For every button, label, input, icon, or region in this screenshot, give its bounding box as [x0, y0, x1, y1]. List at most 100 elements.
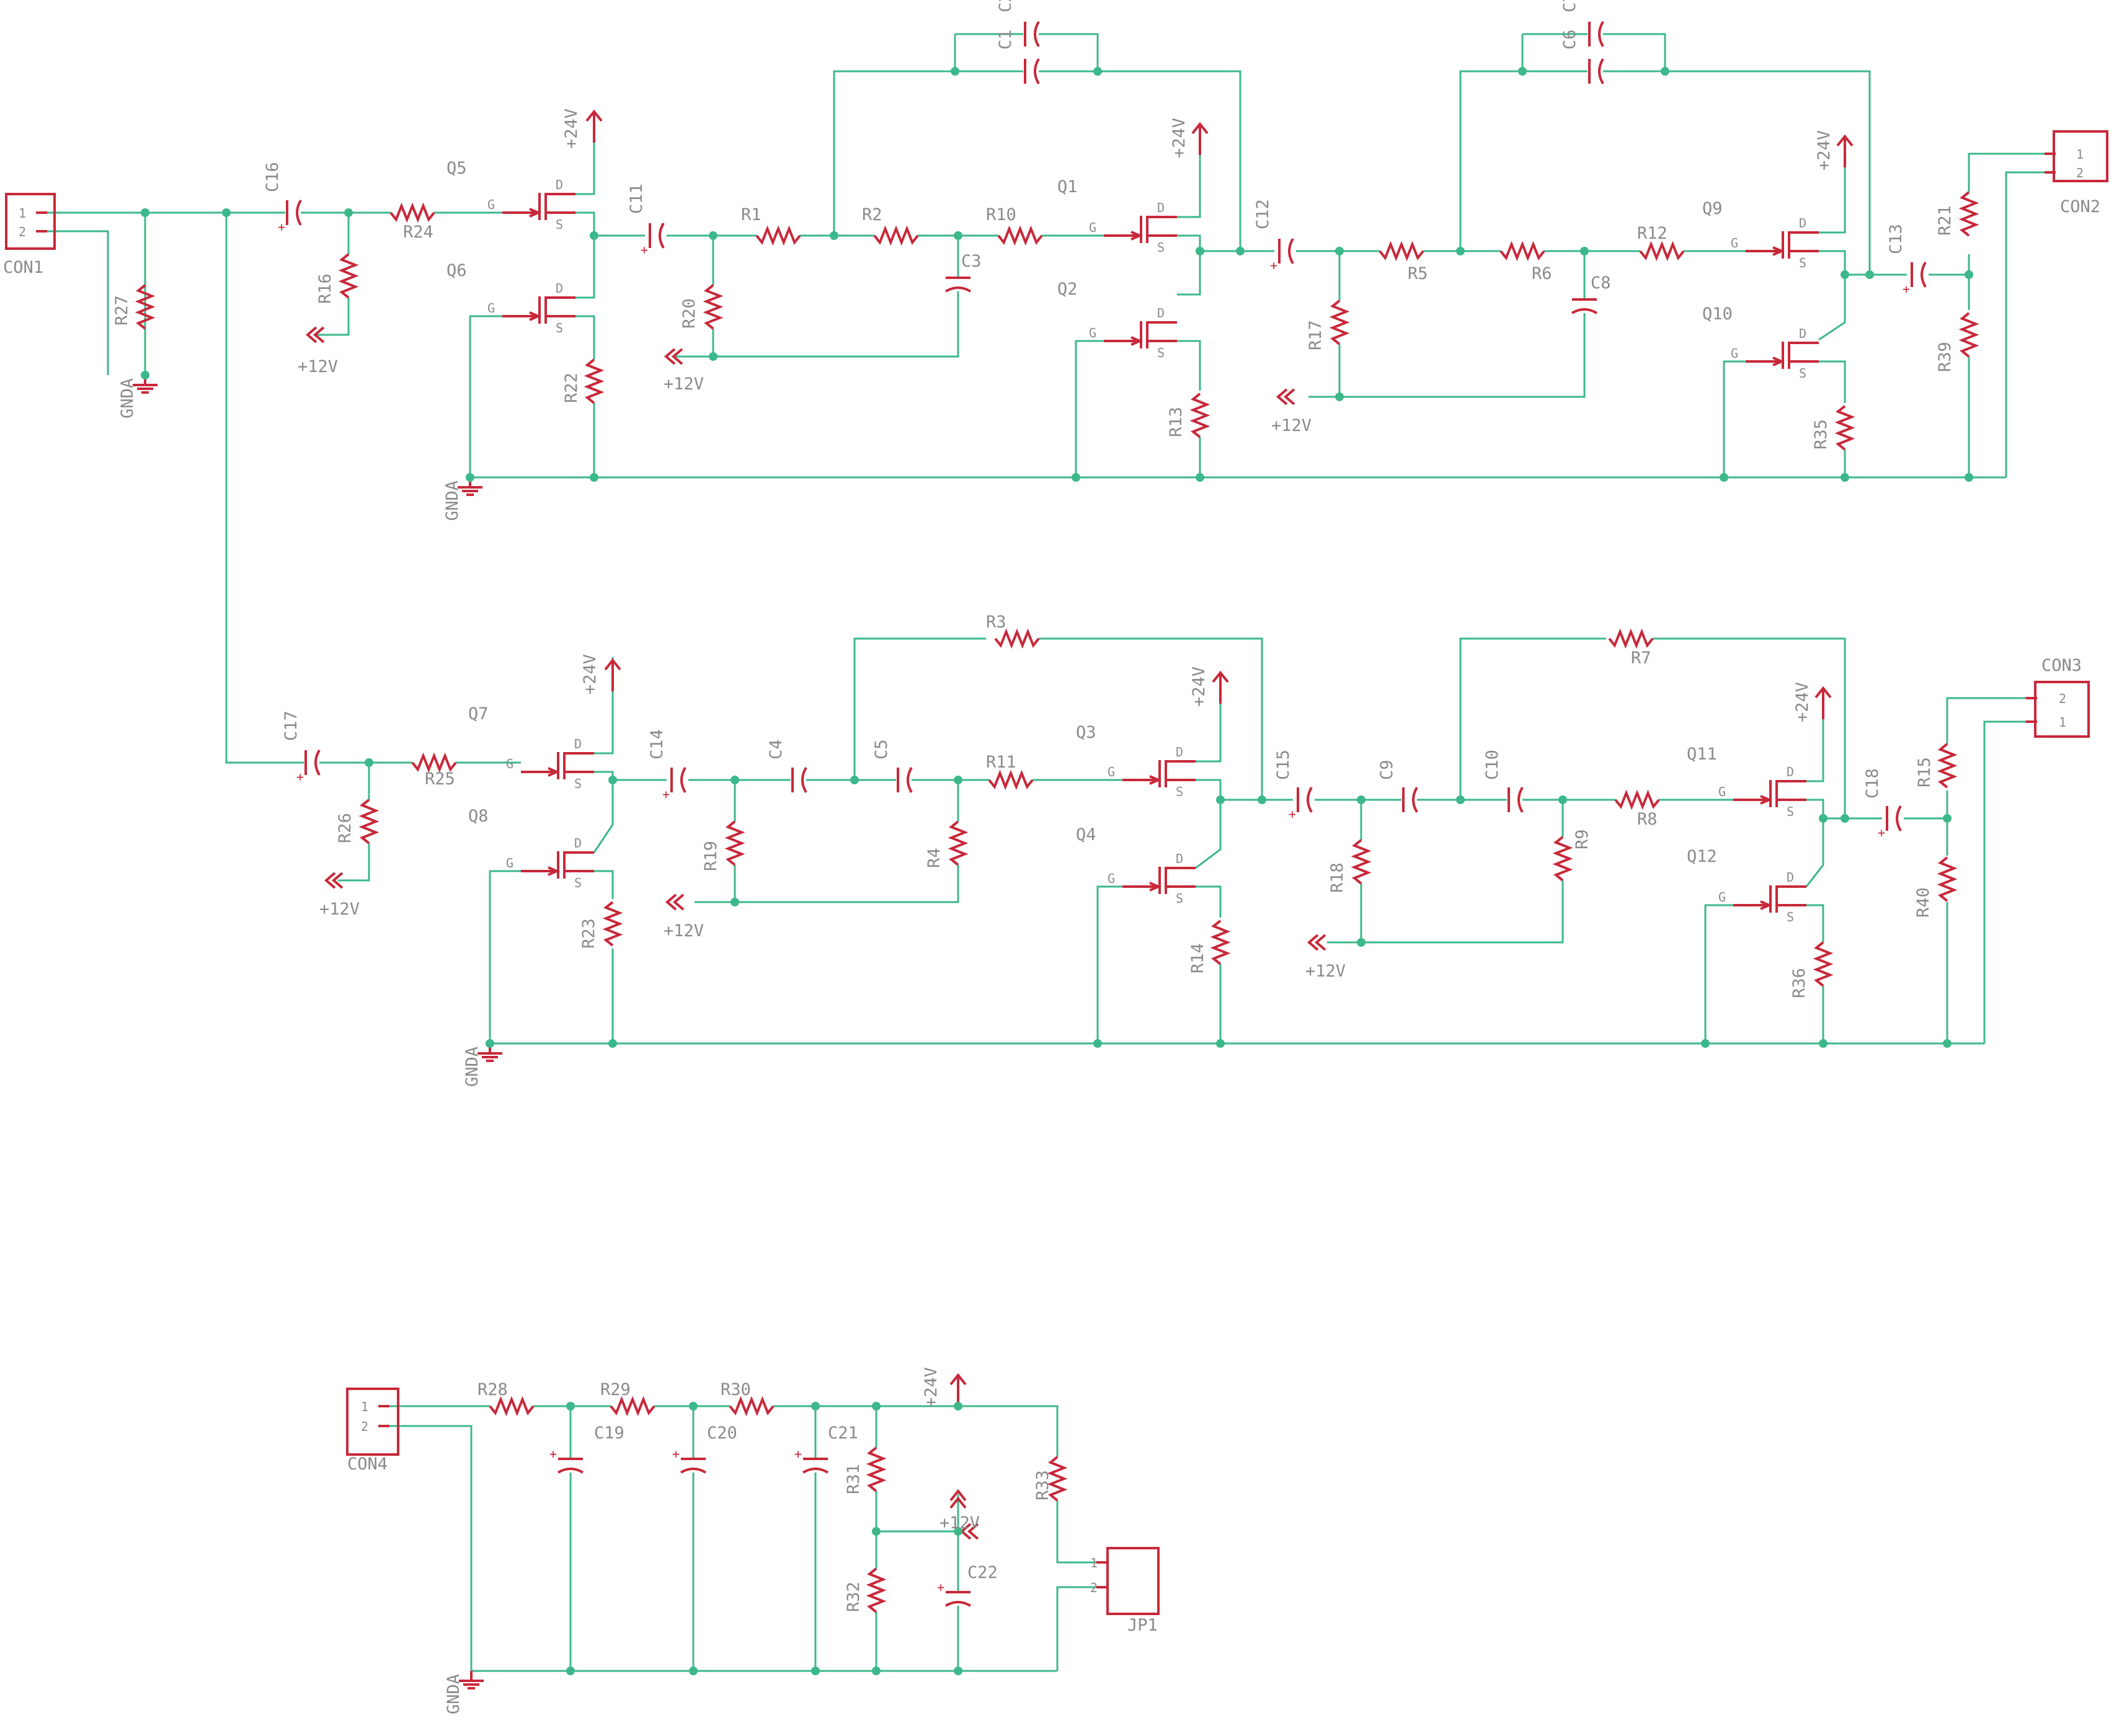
r26-resistor: [358, 799, 380, 844]
label-con3: CON3: [2041, 656, 2082, 675]
arrow: [548, 866, 561, 876]
label-c11: C11: [627, 184, 646, 214]
label-r28: R28: [477, 1380, 508, 1399]
label-r4: R4: [925, 848, 944, 868]
wire: [338, 843, 370, 882]
wire: [1665, 70, 1871, 275]
junction-dot: [954, 776, 962, 784]
pin-label-s: S: [574, 875, 582, 890]
label-q12: Q12: [1687, 847, 1717, 866]
polarity-mark: +: [937, 1580, 944, 1595]
c16-capacitor: +: [278, 199, 302, 234]
wire: [1056, 1586, 1096, 1671]
junction-dot: [1216, 1039, 1225, 1048]
label-plus12v: +12V: [664, 374, 704, 394]
pin-label-g: G: [1731, 346, 1738, 361]
label-r30: R30: [721, 1380, 751, 1399]
arrow: [1149, 775, 1162, 785]
r33-resistor: [1047, 1456, 1068, 1502]
junction-dot: [872, 1527, 881, 1536]
arrow: [1760, 900, 1773, 910]
wire: [1459, 637, 1606, 800]
label-r29: R29: [600, 1380, 631, 1399]
arrow: [1772, 246, 1785, 256]
label-r27: R27: [112, 295, 131, 326]
labels: 12CON112CON221CON312CON412JP1R27GNDAC16R…: [3, 0, 2100, 1714]
junction-dot: [1965, 270, 1973, 279]
label-r33: R33: [1033, 1470, 1052, 1500]
q7-mosfet: [521, 752, 594, 779]
wire: [853, 637, 986, 780]
r31-resistor: [866, 1446, 887, 1492]
label-c12: C12: [1253, 199, 1272, 229]
arrow: [529, 311, 542, 321]
q12-mosfet: [1733, 885, 1806, 913]
label-gnda: GNDA: [463, 1047, 482, 1087]
wire: [1177, 234, 1201, 251]
con2-connector: [2045, 130, 2108, 182]
label-c17: C17: [282, 711, 301, 741]
c3-capacitor: [944, 277, 972, 293]
pin-label-d: D: [1787, 764, 1794, 779]
label-c6: C6: [1560, 29, 1579, 50]
junction-dot: [1258, 795, 1266, 804]
junction-dot: [731, 898, 739, 906]
c2-capacitor: [1024, 20, 1040, 48]
c10-capacitor: [1508, 786, 1524, 813]
r35-resistor: [1834, 405, 1855, 451]
label-c1: C1: [996, 29, 1015, 50]
junction-dot: [709, 231, 717, 240]
junction-dot: [566, 1667, 575, 1675]
r39-resistor: [1958, 312, 1979, 358]
r22-resistor: [584, 358, 605, 404]
label-con4: CON4: [347, 1455, 388, 1474]
plus24v-supply-icon: [1814, 686, 1832, 719]
label-plus24v: +24V: [580, 654, 600, 694]
pin-label-d: D: [574, 737, 582, 751]
r9-resistor: [1552, 836, 1573, 882]
r3-resistor: [994, 628, 1040, 649]
pin-label-s: S: [556, 321, 563, 335]
junction-dot: [365, 758, 373, 767]
label-r18: R18: [1328, 862, 1347, 893]
c19-capacitor: +: [549, 1446, 584, 1474]
label-r32: R32: [844, 1582, 863, 1612]
pin-number: 1: [1090, 1556, 1098, 1570]
junction-dot: [1841, 814, 1849, 823]
junction-dot: [731, 776, 739, 784]
wire: [489, 870, 521, 1043]
pin-label-d: D: [1157, 200, 1165, 215]
label-r21: R21: [1935, 205, 1955, 236]
c7-capacitor: [1588, 20, 1604, 48]
junction-dot: [850, 776, 859, 784]
pin-label-g: G: [1089, 326, 1096, 340]
c1-capacitor: [1024, 58, 1040, 85]
label-r8: R8: [1637, 810, 1658, 829]
label-r15: R15: [1915, 757, 1934, 787]
plus24v-supply-icon: [1836, 134, 1854, 167]
junction-dot: [1865, 270, 1874, 279]
label-r19: R19: [701, 841, 721, 871]
label-c21: C21: [828, 1424, 858, 1443]
label-plus24v: +24V: [1189, 666, 1209, 707]
pin-label-s: S: [1176, 891, 1183, 906]
label-r36: R36: [1790, 968, 1809, 998]
pin-label-d: D: [1176, 851, 1183, 866]
jp1-connector: [1096, 1547, 1160, 1615]
junction-dot: [590, 231, 598, 240]
junction-dot: [1093, 1039, 1102, 1048]
junction-dot: [590, 473, 598, 482]
c18-capacitor: +: [1878, 805, 1902, 840]
label-r16: R16: [316, 273, 335, 304]
label-plus12v: +12V: [1305, 962, 1346, 981]
junction-dot: [954, 231, 962, 240]
junction-dot: [954, 1527, 962, 1536]
label-q1: Q1: [1057, 177, 1078, 197]
con1-connector: [5, 193, 56, 250]
label-r5: R5: [1408, 264, 1428, 283]
wire: [815, 1405, 1059, 1457]
label-r1: R1: [741, 205, 762, 224]
pin-label-g: G: [1089, 220, 1096, 235]
junction-dot: [1701, 1039, 1710, 1048]
pin-number: 1: [361, 1399, 368, 1414]
